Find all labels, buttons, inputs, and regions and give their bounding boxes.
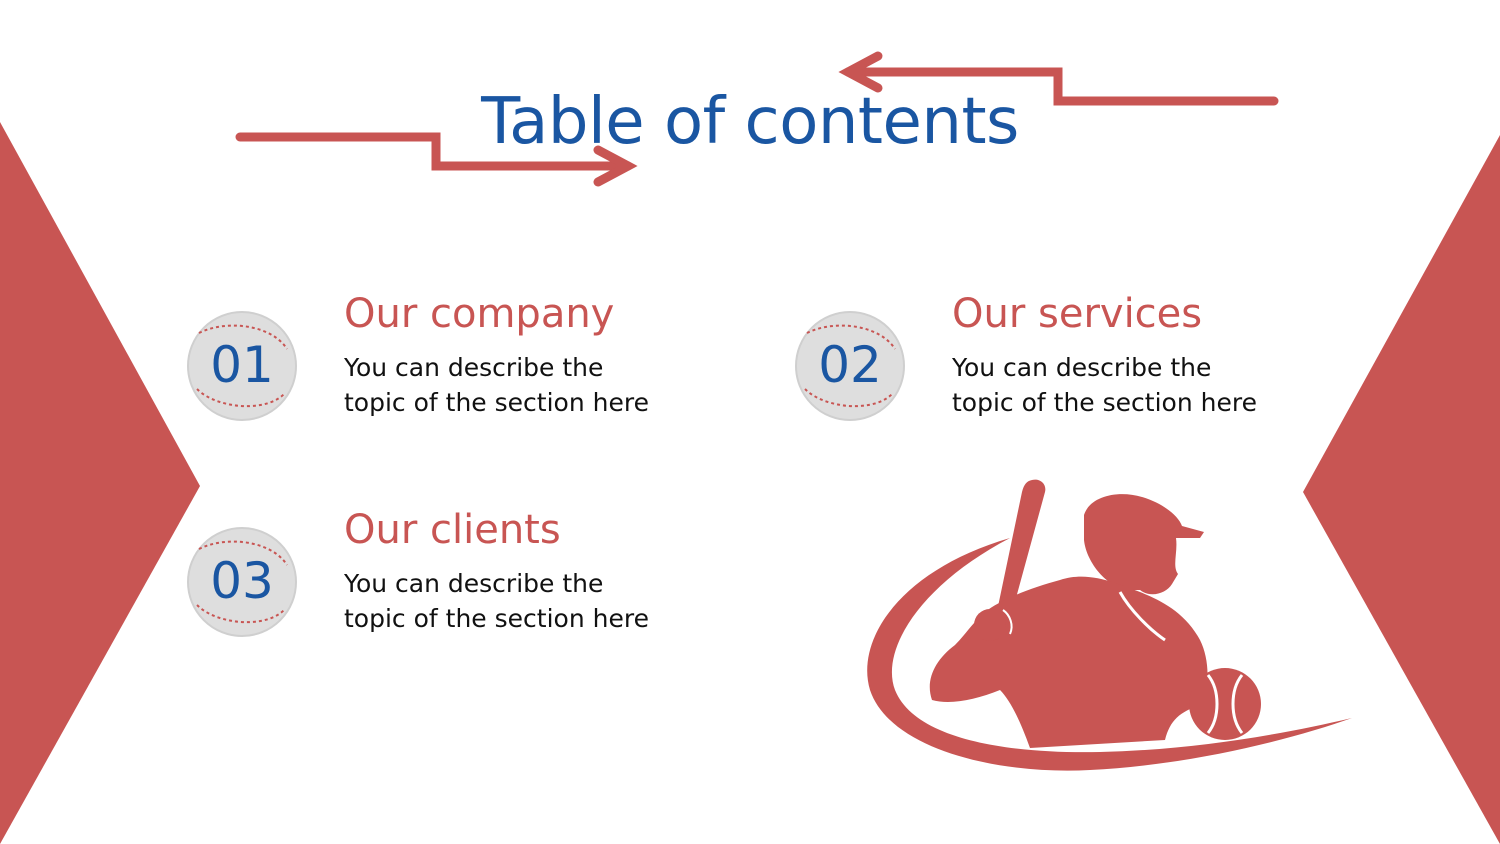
left-red-triangle [0,122,200,844]
page-title: Table of contents [481,85,1019,159]
item-title: Our company [344,291,615,337]
item-description: You can describe the topic of the sectio… [344,350,649,420]
arrow-left-icon [838,51,1279,106]
item-title: Our services [952,291,1203,337]
item-description-line: topic of the section here [952,388,1257,417]
item-description: You can describe the topic of the sectio… [344,566,649,636]
toc-item-our-company: Our company You can describe the topic o… [344,290,649,420]
item-number: 01 [210,336,274,394]
item-number: 02 [818,336,882,394]
item-description-line: You can describe the [952,353,1212,382]
item-description-line: topic of the section here [344,388,649,417]
baseball-icon: 01 [187,311,297,421]
baseball-batter-icon [867,479,1352,771]
toc-item-our-services: Our services You can describe the topic … [952,290,1257,420]
right-red-triangle [1303,135,1500,844]
item-description-line: topic of the section here [344,604,649,633]
item-description-line: You can describe the [344,353,604,382]
baseball-icon: 03 [187,527,297,637]
baseball-seams [1002,591,1244,734]
baseball-icon: 02 [795,311,905,421]
item-title: Our clients [344,507,561,553]
item-description: You can describe the topic of the sectio… [952,350,1257,420]
arrow-right-icon [235,132,638,187]
item-description-line: You can describe the [344,569,604,598]
toc-item-our-clients: Our clients You can describe the topic o… [344,506,649,636]
item-number: 03 [210,552,274,610]
